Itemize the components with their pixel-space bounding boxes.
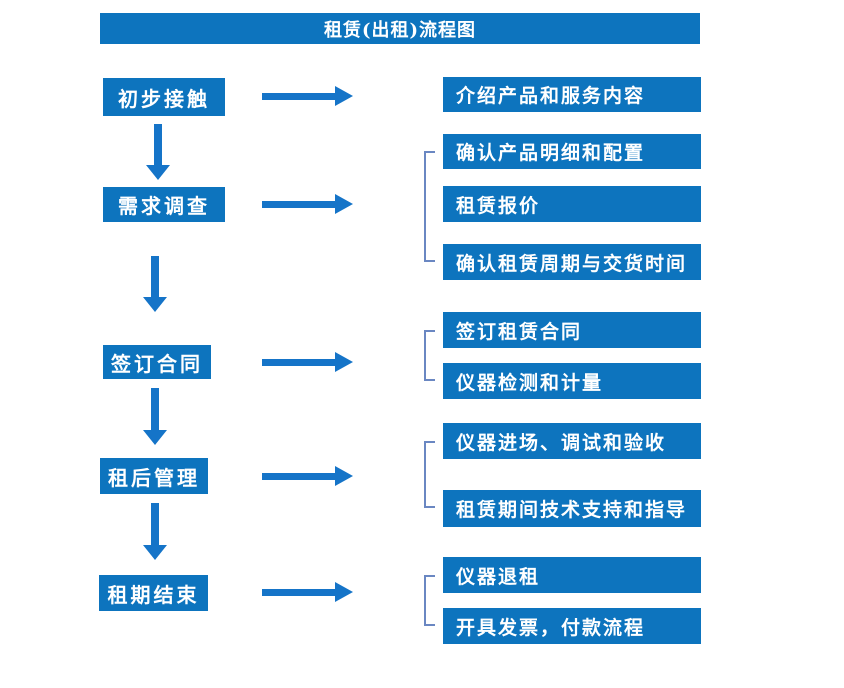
detail-box-instrument-testing: 仪器检测和计量 [443,363,701,399]
group-bracket [424,575,435,626]
step-box-rental-end: 租期结束 [99,575,208,611]
step-box-sign-contract: 签订合同 [103,345,211,379]
flowchart-title: 租赁(出租)流程图 [323,19,477,41]
detail-box-confirm-product-details: 确认产品明细和配置 [443,134,701,169]
detail-box-rental-quote: 租赁报价 [443,186,701,222]
detail-box-invoice-payment: 开具发票，付款流程 [443,608,701,644]
down-arrow-icon [146,124,170,180]
group-bracket [424,441,435,508]
step-box-initial-contact: 初步接触 [103,78,225,116]
detail-box-technical-support: 租赁期间技术支持和指导 [443,490,701,527]
detail-box-instrument-entry-acceptance: 仪器进场、调试和验收 [443,423,701,459]
flowchart-title-bar: 租赁(出租)流程图 [100,13,700,44]
right-arrow-icon [262,582,353,602]
right-arrow-icon [262,466,353,486]
right-arrow-icon [262,86,353,106]
group-bracket [424,330,435,381]
detail-box-confirm-rental-period: 确认租赁周期与交货时间 [443,244,701,280]
down-arrow-icon [143,503,167,560]
right-arrow-icon [262,352,353,372]
down-arrow-icon [143,256,167,312]
right-arrow-icon [262,194,353,214]
down-arrow-icon [143,388,167,445]
detail-box-instrument-return: 仪器退租 [443,557,701,593]
step-box-demand-survey: 需求调查 [103,187,225,222]
detail-box-introduce-products: 介绍产品和服务内容 [443,77,701,112]
step-box-post-rental-management: 租后管理 [100,458,208,494]
group-bracket [424,151,435,262]
detail-box-sign-rental-contract: 签订租赁合同 [443,312,701,348]
